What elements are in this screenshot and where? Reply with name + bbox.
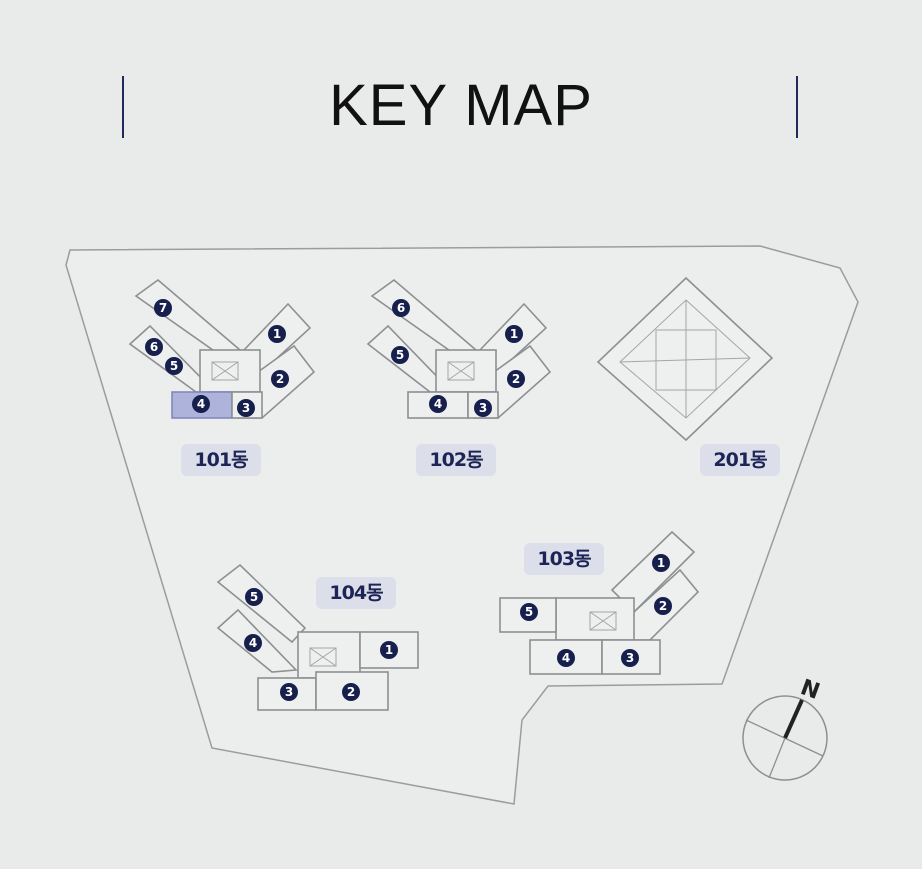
svg-text:1: 1 (273, 327, 281, 341)
page-title: KEY MAP (329, 73, 593, 138)
svg-text:1: 1 (385, 643, 393, 657)
building-104[interactable]: 5 4 1 3 2 104동 (216, 563, 419, 711)
unit-badge[interactable]: 5 (391, 346, 409, 364)
building-label[interactable]: 104동 (316, 577, 396, 609)
unit-badge[interactable]: 1 (652, 554, 670, 572)
svg-text:2: 2 (512, 372, 520, 386)
unit-badge[interactable]: 3 (474, 399, 492, 417)
svg-text:2: 2 (347, 685, 355, 699)
building-label[interactable]: 103동 (524, 543, 604, 575)
building-label[interactable]: 102동 (416, 444, 496, 476)
unit-badge[interactable]: 5 (245, 588, 263, 606)
svg-text:3: 3 (479, 401, 487, 415)
building-201[interactable]: 201동 (596, 276, 780, 476)
svg-text:2: 2 (276, 372, 284, 386)
building-label[interactable]: 201동 (700, 444, 780, 476)
unit-badge[interactable]: 1 (505, 325, 523, 343)
unit-badge[interactable]: 2 (654, 597, 672, 615)
title-left-rule (122, 76, 124, 138)
svg-text:103동: 103동 (537, 548, 591, 570)
svg-text:102동: 102동 (429, 449, 483, 471)
unit-badge[interactable]: 4 (429, 395, 447, 413)
building-101[interactable]: 7 6 5 4 3 1 2 101동 (128, 278, 316, 476)
svg-text:104동: 104동 (329, 582, 383, 604)
unit-badge[interactable]: 5 (520, 603, 538, 621)
svg-text:4: 4 (197, 397, 205, 411)
svg-text:6: 6 (150, 340, 158, 354)
svg-text:2: 2 (659, 599, 667, 613)
unit-badge[interactable]: 4 (244, 634, 262, 652)
building-label[interactable]: 101동 (181, 444, 261, 476)
north-compass-icon: N (742, 675, 828, 781)
unit-badge[interactable]: 3 (621, 649, 639, 667)
svg-text:4: 4 (562, 651, 570, 665)
unit-badge[interactable]: 1 (380, 641, 398, 659)
unit-badge[interactable]: 4 (192, 395, 210, 413)
unit-badge[interactable]: 4 (557, 649, 575, 667)
unit-badge[interactable]: 3 (237, 399, 255, 417)
svg-text:3: 3 (242, 401, 250, 415)
unit-badge[interactable]: 2 (507, 370, 525, 388)
svg-text:5: 5 (396, 348, 404, 362)
svg-text:1: 1 (657, 556, 665, 570)
title-right-rule (796, 76, 798, 138)
svg-text:4: 4 (434, 397, 442, 411)
unit-badge[interactable]: 2 (271, 370, 289, 388)
unit-badge[interactable]: 1 (268, 325, 286, 343)
svg-text:1: 1 (510, 327, 518, 341)
svg-text:5: 5 (250, 590, 258, 604)
svg-text:6: 6 (397, 301, 405, 315)
building-103[interactable]: 1 2 5 4 3 103동 (499, 530, 700, 675)
unit-badge[interactable]: 5 (165, 357, 183, 375)
unit-badge[interactable]: 2 (342, 683, 360, 701)
unit-badge[interactable]: 6 (392, 299, 410, 317)
svg-text:5: 5 (525, 605, 533, 619)
unit-badge[interactable]: 6 (145, 338, 163, 356)
svg-text:201동: 201동 (713, 449, 767, 471)
svg-text:101동: 101동 (194, 449, 248, 471)
unit-badge[interactable]: 3 (280, 683, 298, 701)
svg-text:7: 7 (159, 301, 167, 315)
svg-text:5: 5 (170, 359, 178, 373)
svg-text:3: 3 (285, 685, 293, 699)
svg-text:4: 4 (249, 636, 257, 650)
unit-badge[interactable]: 7 (154, 299, 172, 317)
building-102[interactable]: 6 5 4 3 1 2 102동 (366, 278, 552, 476)
svg-text:3: 3 (626, 651, 634, 665)
